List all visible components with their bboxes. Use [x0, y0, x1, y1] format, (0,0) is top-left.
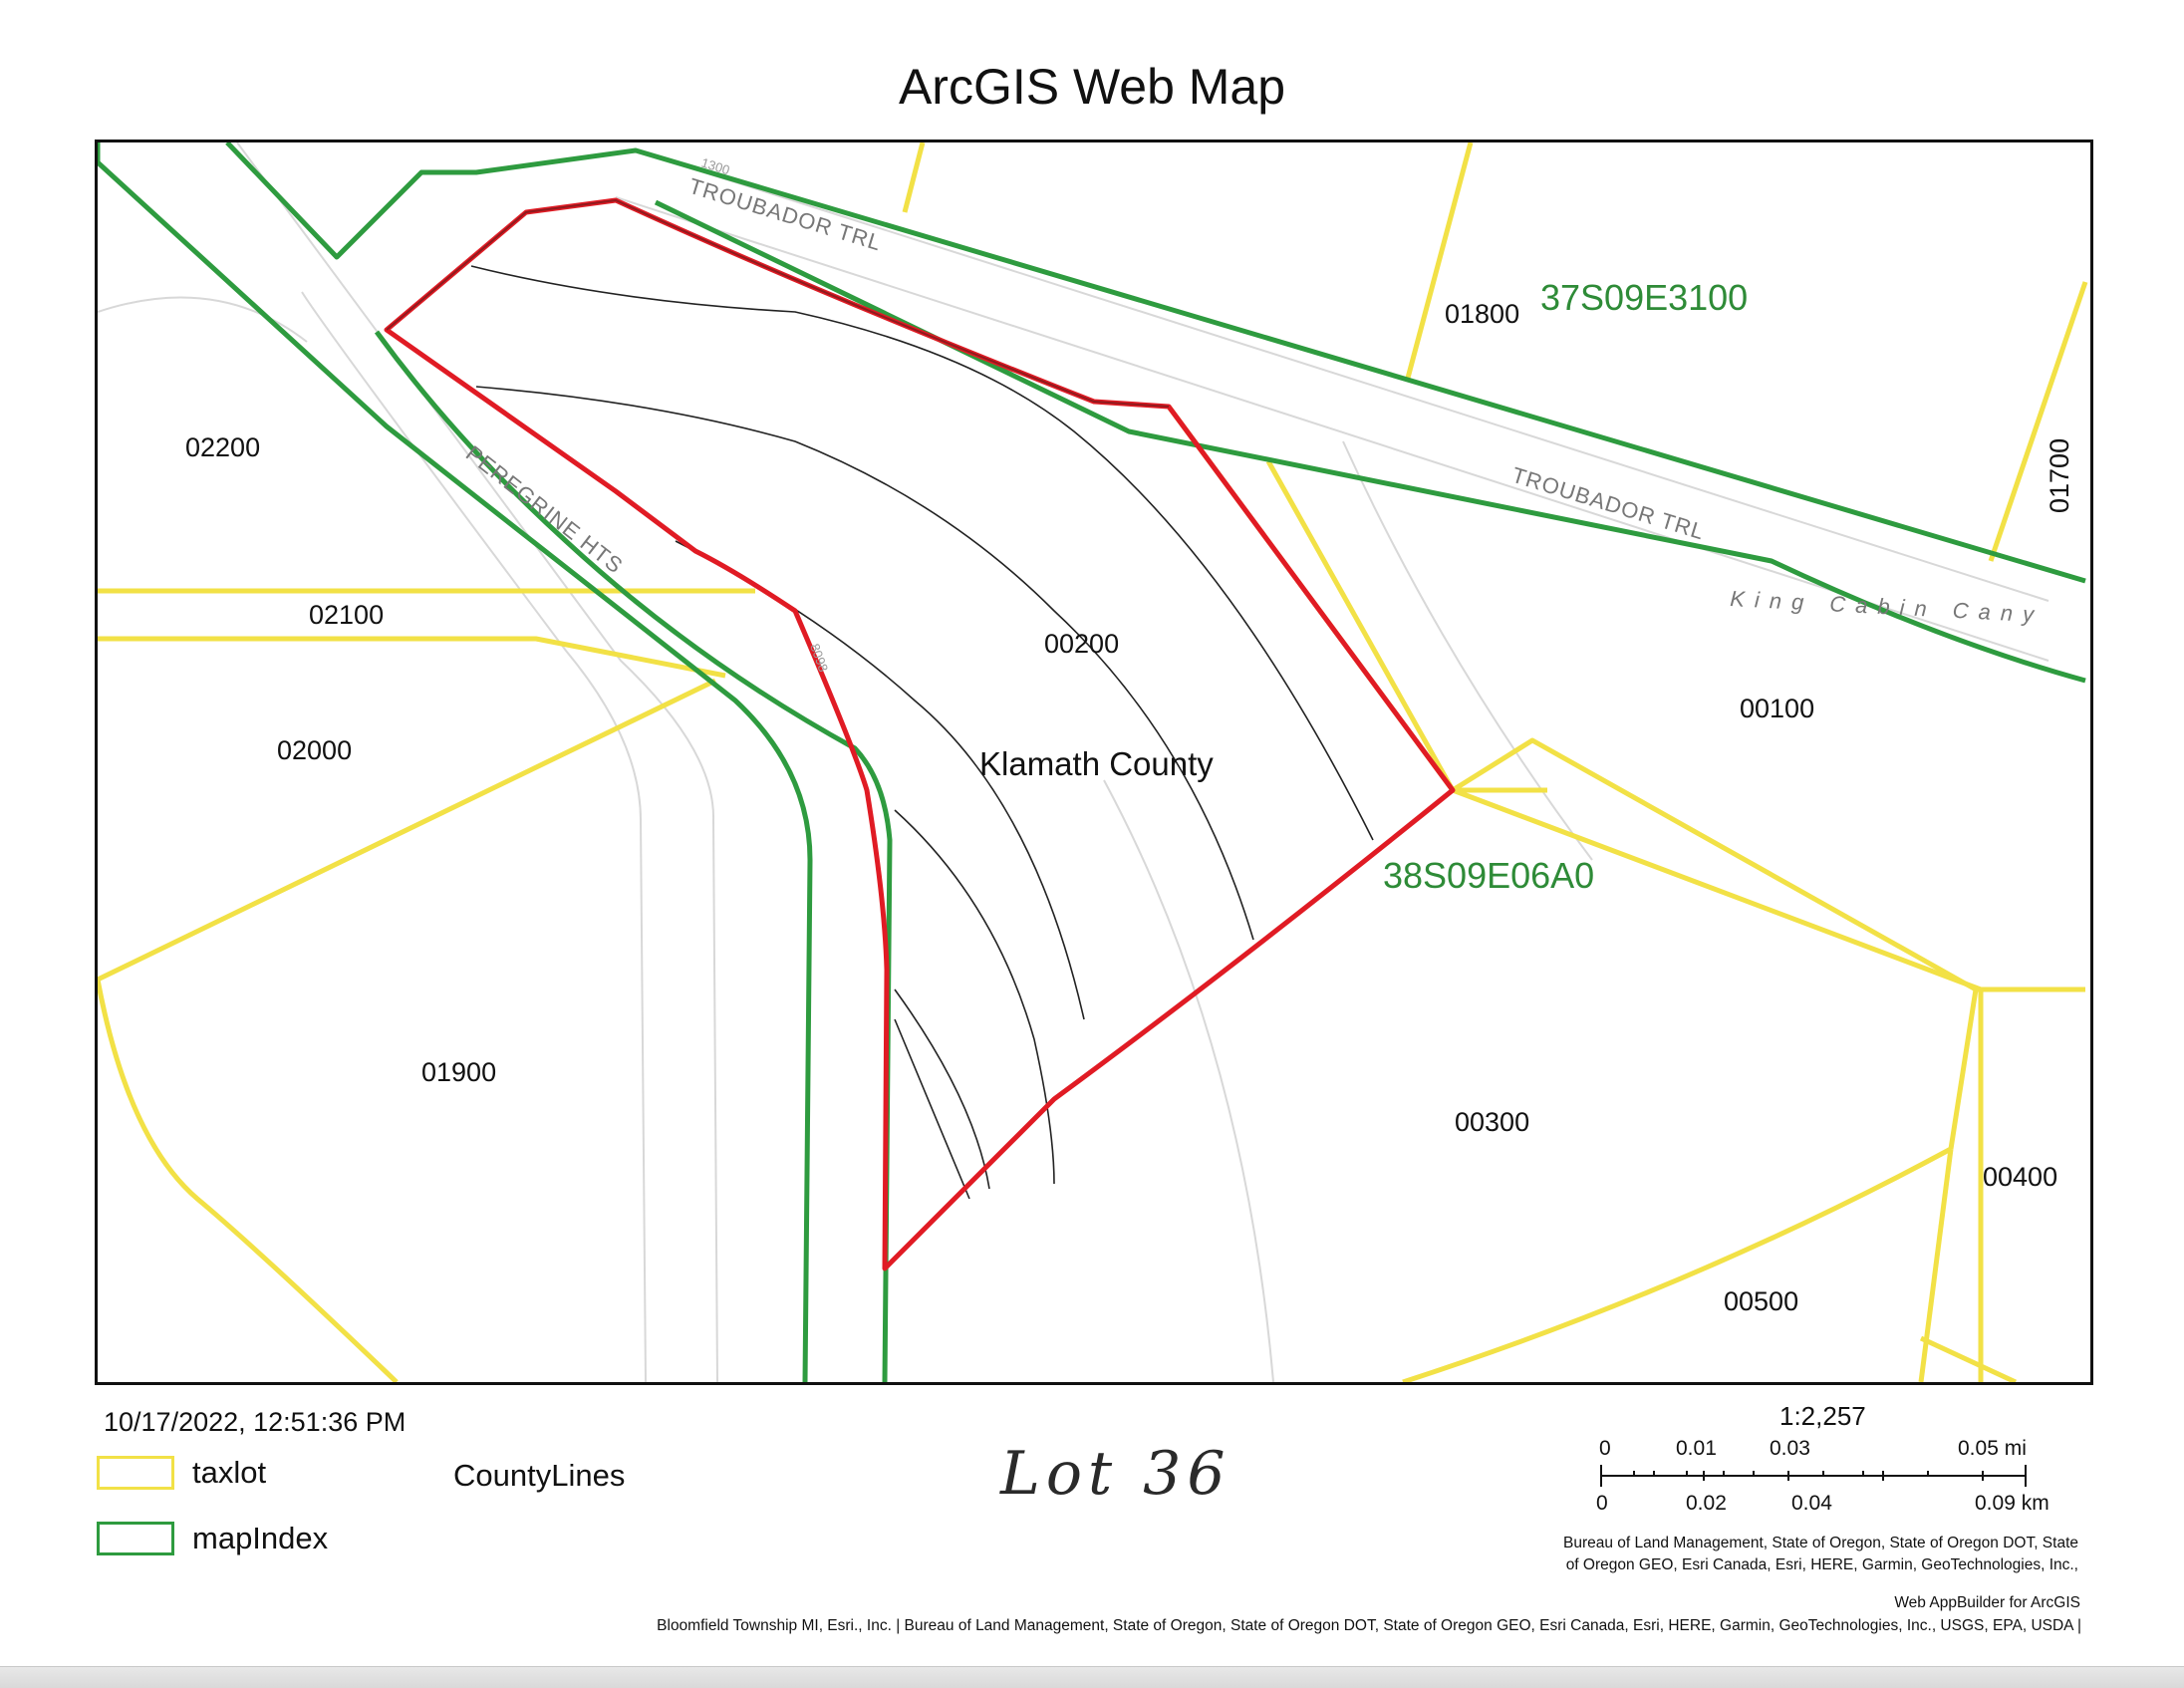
legend-label-mapindex: mapIndex	[192, 1521, 329, 1555]
legend-label-taxlot: taxlot	[192, 1455, 267, 1490]
legend-label-countylines: CountyLines	[453, 1458, 626, 1493]
scale-bar-line	[1600, 1465, 2027, 1487]
mapindex-lines	[98, 142, 2086, 1382]
legend-item-mapindex: mapIndex	[97, 1517, 328, 1560]
contour-lines	[470, 265, 1374, 1200]
road-label-king-cabin: King Cabin Cany	[1730, 586, 2045, 627]
parcel-label-00200: 00200	[1044, 629, 1119, 659]
mapindex-swatch-icon	[97, 1522, 174, 1555]
map-canvas: TROUBADOR TRL TROUBADOR TRL PEREGRINE HT…	[98, 142, 2088, 1382]
map-title: ArcGIS Web Map	[898, 59, 1286, 115]
map-index-label-37s09e3100: 37S09E3100	[1540, 277, 1748, 318]
subject-parcel-shadow	[386, 198, 1170, 408]
map-view[interactable]: TROUBADOR TRL TROUBADOR TRL PEREGRINE HT…	[95, 140, 2093, 1385]
parcel-label-02100: 02100	[309, 600, 384, 630]
attribution-line-2: of Oregon GEO, Esri Canada, Esri, HERE, …	[1565, 1556, 2078, 1573]
legend-item-taxlot: taxlot	[97, 1451, 266, 1495]
attribution-line-1: Bureau of Land Management, State of Oreg…	[1563, 1535, 2078, 1551]
attribution-block: Bureau of Land Management, State of Oreg…	[1381, 1533, 2078, 1576]
parcel-label-02200: 02200	[185, 432, 260, 462]
parcel-label-01700: 01700	[2045, 438, 2074, 513]
road-label-troubador-lower: TROUBADOR TRL	[1509, 462, 1708, 545]
taxlot-swatch-icon	[97, 1456, 174, 1490]
map-index-label-38s09e06a0: 38S09E06A0	[1383, 855, 1594, 896]
scale-mi-tick-3: 0.05 mi	[1958, 1437, 2027, 1460]
scale-km-tick-1: 0.02	[1686, 1492, 1727, 1511]
scale-km-tick-3: 0.09 km	[1975, 1492, 2049, 1511]
print-timestamp: 10/17/2022, 12:51:36 PM	[104, 1407, 407, 1437]
scale-mi-tick-2: 0.03	[1770, 1437, 1810, 1460]
web-appbuilder-credit: Web AppBuilder for ArcGIS	[1894, 1594, 2080, 1611]
scale-ratio: 1:2,257	[1779, 1401, 1866, 1431]
parcel-label-00100: 00100	[1740, 694, 1814, 723]
road-casings	[98, 142, 2049, 1382]
taxlot-lines	[98, 142, 2088, 1382]
scale-bar: 0 0.01 0.03 0.05 mi 0 0.02 0.04 0.09 km	[1596, 1437, 2049, 1511]
county-label: Klamath County	[979, 745, 1214, 782]
scale-km-tick-0: 0	[1596, 1492, 1608, 1511]
parcel-label-00300: 00300	[1455, 1107, 1529, 1137]
scale-mi-tick-1: 0.01	[1676, 1437, 1717, 1460]
parcel-label-01900: 01900	[421, 1057, 496, 1087]
scale-mi-tick-0: 0	[1599, 1437, 1611, 1460]
parcel-label-01800: 01800	[1445, 299, 1519, 329]
parcel-label-02000: 02000	[277, 735, 352, 765]
parcel-label-00500: 00500	[1724, 1286, 1798, 1316]
scanner-edge	[0, 1666, 2184, 1688]
handwritten-lot-note: Lot 36	[1000, 1439, 1231, 1509]
attribution-line: Bloomfield Township MI, Esri., Inc. | Bu…	[657, 1617, 2081, 1634]
road-number-8098: 8098	[807, 642, 831, 674]
parcel-label-00400: 00400	[1983, 1162, 2057, 1192]
scale-km-tick-2: 0.04	[1791, 1492, 1832, 1511]
